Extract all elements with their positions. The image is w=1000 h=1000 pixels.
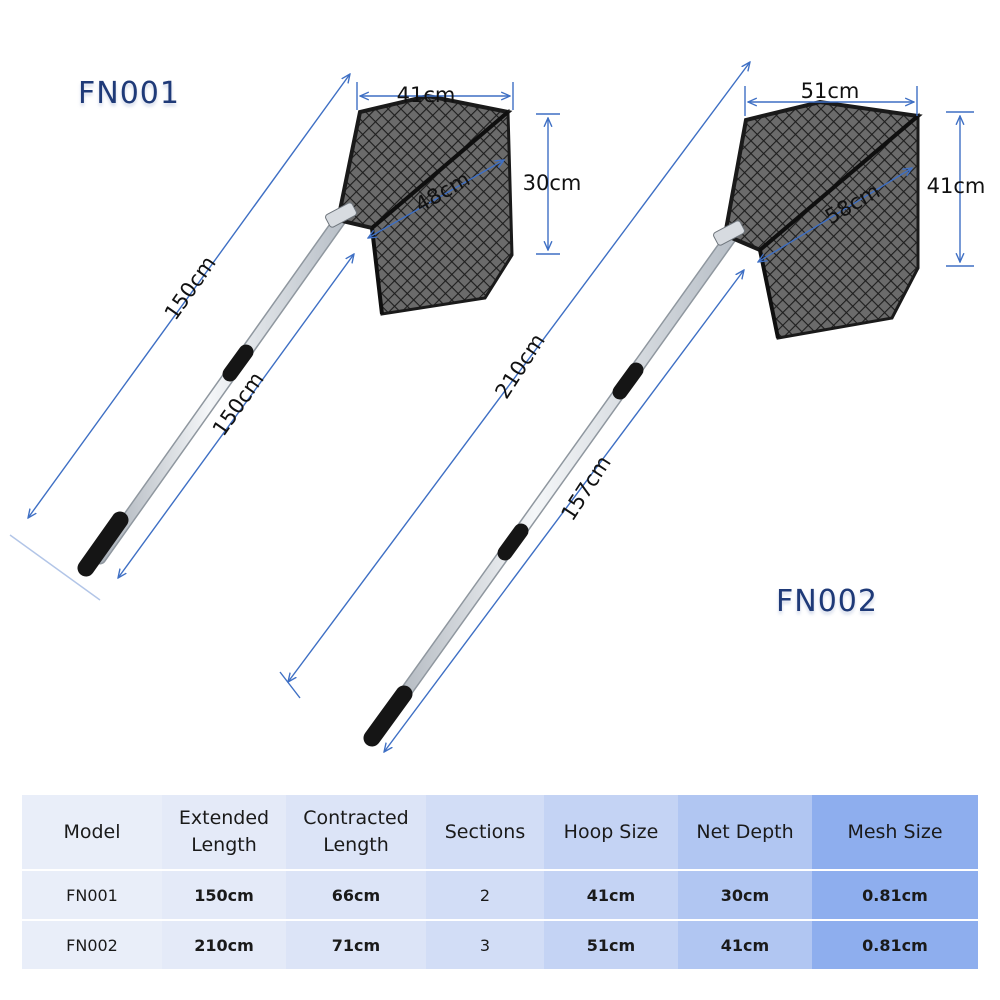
fn001-model-label: FN001 <box>78 76 180 111</box>
fn002-extended-dimension: 210cm <box>490 329 549 403</box>
row-fn002-model: FN002 <box>22 919 162 969</box>
table-row: FN002 210cm 71cm 3 51cm 41cm 0.81cm <box>22 919 978 969</box>
row-fn001-mesh: 0.81cm <box>812 869 978 919</box>
row-fn001-depth: 30cm <box>678 869 812 919</box>
row-fn002-extended: 210cm <box>162 919 286 969</box>
header-hoop-size: Hoop Size <box>544 795 678 869</box>
row-fn002-contracted: 71cm <box>286 919 426 969</box>
fn001-hoop-dimension: 41cm <box>397 83 456 107</box>
row-fn001-contracted: 66cm <box>286 869 426 919</box>
header-sections: Sections <box>426 795 544 869</box>
fn002-depth-dimension: 41cm <box>927 174 986 198</box>
header-model: Model <box>22 795 162 869</box>
row-fn002-hoop: 51cm <box>544 919 678 969</box>
row-fn001-sections: 2 <box>426 869 544 919</box>
fn001-extended-dimension: 150cm <box>160 252 221 325</box>
table-row: FN001 150cm 66cm 2 41cm 30cm 0.81cm <box>22 869 978 919</box>
product-illustration: 41cm 30cm 48cm 150cm 150cm 51cm 41cm 58c… <box>9 0 986 780</box>
row-fn001-hoop: 41cm <box>544 869 678 919</box>
fn002-dimension-lines <box>279 62 974 752</box>
fn001-grip <box>77 511 129 577</box>
row-fn001-extended: 150cm <box>162 869 286 919</box>
row-fn002-depth: 41cm <box>678 919 812 969</box>
fn002-hoop-dimension: 51cm <box>801 79 860 103</box>
row-fn002-mesh: 0.81cm <box>812 919 978 969</box>
header-mesh-size: Mesh Size <box>812 795 978 869</box>
fn002-model-label: FN002 <box>776 584 878 619</box>
row-fn002-sections: 3 <box>426 919 544 969</box>
fn001-net-illustration <box>77 93 514 577</box>
fn001-depth-dimension: 30cm <box>523 171 582 195</box>
row-fn001-model: FN001 <box>22 869 162 919</box>
header-net-depth: Net Depth <box>678 795 812 869</box>
